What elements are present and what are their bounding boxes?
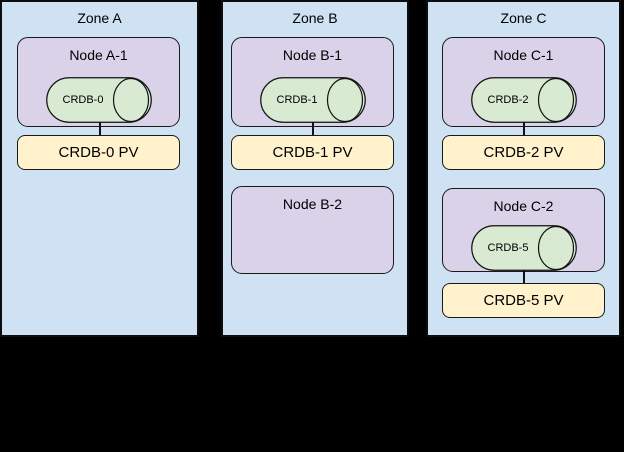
node-b-2: Node B-2 <box>231 186 394 274</box>
crdb-1-pv: CRDB-1 PV <box>231 135 394 170</box>
crdb-0-cylinder: CRDB-0 <box>46 77 152 123</box>
zone-a: Zone A Node A-1 CRDB-0 CRDB-0 PV <box>0 0 199 337</box>
crdb-5-cylinder: CRDB-5 <box>471 225 577 271</box>
crdb-1-cylinder-label: CRDB-1 <box>276 94 318 106</box>
crdb-5-connector-line <box>523 270 525 283</box>
crdb-2-connector-line <box>523 122 525 135</box>
node-b-1-label: Node B-1 <box>282 47 343 63</box>
crdb-5-pv: CRDB-5 PV <box>442 283 605 318</box>
crdb-0-connector-line <box>99 122 101 135</box>
node-b-2-label: Node B-2 <box>282 196 343 212</box>
crdb-0-cylinder-label: CRDB-0 <box>62 94 104 106</box>
crdb-2-pv: CRDB-2 PV <box>442 135 605 170</box>
node-c-1: Node C-1 CRDB-2 <box>442 37 605 127</box>
crdb-2-cylinder: CRDB-2 <box>471 77 577 123</box>
database-cylinder-icon <box>260 77 366 123</box>
zone-b: Zone B Node B-1 CRDB-1 CRDB-1 PV Node B-… <box>221 0 409 337</box>
node-b-1: Node B-1 CRDB-1 <box>231 37 394 127</box>
zone-a-label: Zone A <box>77 10 122 26</box>
crdb-1-cylinder: CRDB-1 <box>260 77 366 123</box>
crdb-0-pv-label: CRDB-0 PV <box>58 144 139 161</box>
zone-c: Zone C Node C-1 CRDB-2 CRDB-2 PV Node C-… <box>426 0 621 337</box>
crdb-0-pv: CRDB-0 PV <box>17 135 180 170</box>
node-c-1-label: Node C-1 <box>493 47 554 63</box>
database-cylinder-icon <box>46 77 152 123</box>
zone-c-label: Zone C <box>500 10 547 26</box>
crdb-2-cylinder-label: CRDB-2 <box>487 94 529 106</box>
crdb-1-connector-line <box>312 122 314 135</box>
crdb-2-pv-label: CRDB-2 PV <box>483 144 564 161</box>
zone-b-label: Zone B <box>292 10 338 26</box>
crdb-5-pv-label: CRDB-5 PV <box>483 292 564 309</box>
crdb-1-pv-label: CRDB-1 PV <box>272 144 353 161</box>
node-a-1: Node A-1 CRDB-0 <box>17 37 180 127</box>
database-cylinder-icon <box>471 225 577 271</box>
crdb-5-cylinder-label: CRDB-5 <box>487 242 529 254</box>
node-c-2-label: Node C-2 <box>493 198 554 214</box>
node-a-1-label: Node A-1 <box>69 47 128 63</box>
node-c-2: Node C-2 CRDB-5 <box>442 188 605 272</box>
database-cylinder-icon <box>471 77 577 123</box>
